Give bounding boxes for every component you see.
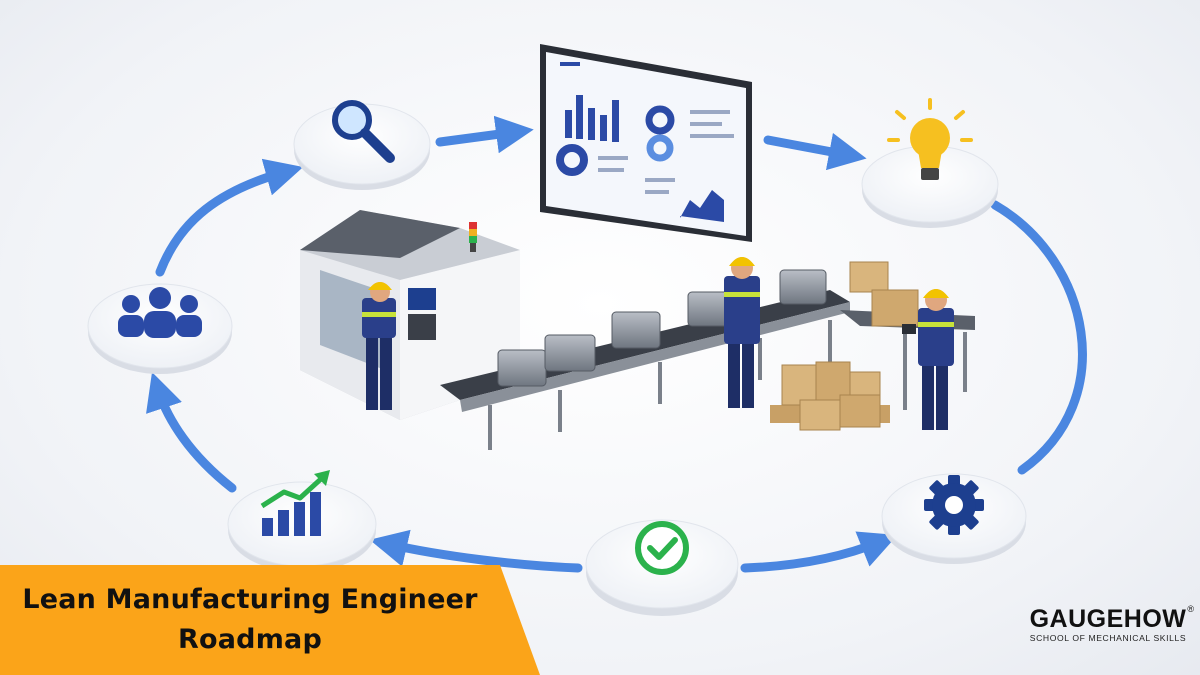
- title-banner: Lean Manufacturing Engineer Roadmap: [0, 565, 540, 675]
- title-line-2: Roadmap: [178, 624, 322, 655]
- brand-tagline: SCHOOL OF MECHANICAL SKILLS: [1029, 633, 1187, 643]
- worker-at-packing: [902, 289, 954, 430]
- arrow-bulb-to-gear: [990, 200, 1087, 475]
- team-station: [87, 283, 233, 374]
- arrow-magnifier-to-dashboard: [435, 115, 534, 154]
- team-icon: [118, 287, 202, 338]
- arrow-check-to-chart: [369, 529, 583, 573]
- registered-mark: ®: [1187, 604, 1194, 614]
- magnifier-icon: [332, 100, 395, 163]
- cardboard-boxes: [770, 261, 919, 431]
- worker-at-machine: [362, 282, 396, 410]
- dashboard-screen: [540, 44, 752, 242]
- engine-blocks: [497, 269, 827, 387]
- arrow-team-to-magnifier: [155, 158, 304, 277]
- title-line-1: Lean Manufacturing Engineer: [22, 584, 478, 615]
- check-station: [585, 519, 739, 616]
- lightbulb-icon: [887, 98, 973, 180]
- worker-at-conveyor: [724, 257, 760, 408]
- arrow-gear-to-check: [740, 531, 898, 573]
- gear-icon: [924, 475, 984, 535]
- gear-station: [881, 473, 1027, 564]
- arrow-dashboard-to-bulb: [763, 132, 867, 171]
- brand-name: GAUGEHOW: [1029, 605, 1187, 633]
- brand-logo: GAUGEHOW ® SCHOOL OF MECHANICAL SKILLS: [1022, 604, 1194, 643]
- growth-chart-station: [227, 470, 377, 572]
- growth-chart-icon: [260, 470, 330, 536]
- arrow-chart-to-team: [146, 372, 237, 493]
- lightbulb-station: [861, 98, 999, 228]
- magnifier-station: [293, 100, 431, 190]
- cycle-arrows: [146, 115, 1087, 573]
- cnc-machine: [300, 210, 520, 420]
- check-icon: [635, 521, 689, 575]
